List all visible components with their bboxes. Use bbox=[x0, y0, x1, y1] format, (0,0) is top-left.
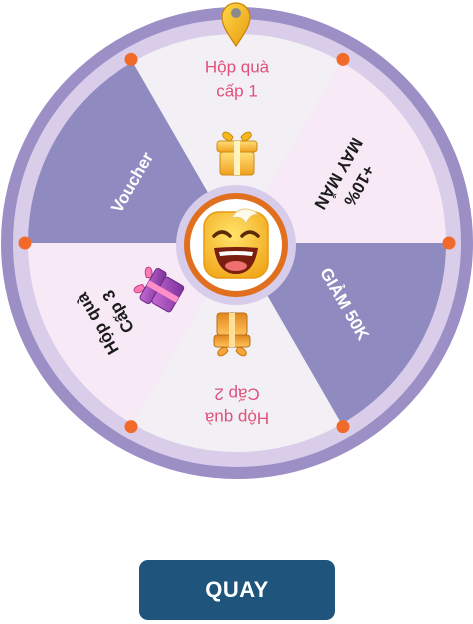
segment-label-hop-qua-cap-2: Hộp quà Cấp 2 bbox=[204, 385, 269, 428]
gift-box-orange-icon bbox=[213, 312, 251, 357]
map-pin-icon bbox=[221, 2, 251, 48]
rim-dot bbox=[124, 52, 138, 66]
rim-dot bbox=[336, 420, 350, 434]
segment-label-text: Cấp 2 bbox=[214, 385, 259, 404]
segment-label-text: Hộp quà bbox=[205, 57, 270, 76]
rim-dot bbox=[336, 52, 350, 66]
wheel-segment-hop-qua-cap-2 bbox=[132, 243, 342, 453]
wheel-segment-may-man bbox=[237, 62, 446, 243]
segment-label-hop-qua-cap-1: Hộp quà cấp 1 bbox=[205, 57, 270, 100]
wheel-segment-hop-qua-cap-3 bbox=[27, 243, 238, 424]
rim-dot bbox=[124, 420, 138, 434]
wheel-segment-giam-50k bbox=[237, 243, 446, 424]
wheel-segment-hop-qua-cap-1 bbox=[132, 33, 342, 244]
wheel-segments bbox=[27, 33, 446, 453]
segment-label-text: cấp 1 bbox=[216, 81, 258, 100]
laughing-face-icon bbox=[203, 208, 269, 279]
wheel-dots bbox=[18, 52, 456, 434]
gift-box-gold-icon bbox=[216, 131, 258, 176]
rim-dot bbox=[18, 236, 32, 250]
segment-label-text: Hộp quà bbox=[204, 409, 269, 428]
gift-box-pink-icon bbox=[133, 266, 185, 313]
wheel-segment-voucher bbox=[28, 62, 237, 243]
spin-button[interactable]: QUAY bbox=[139, 560, 335, 620]
rim-dot bbox=[442, 236, 456, 250]
